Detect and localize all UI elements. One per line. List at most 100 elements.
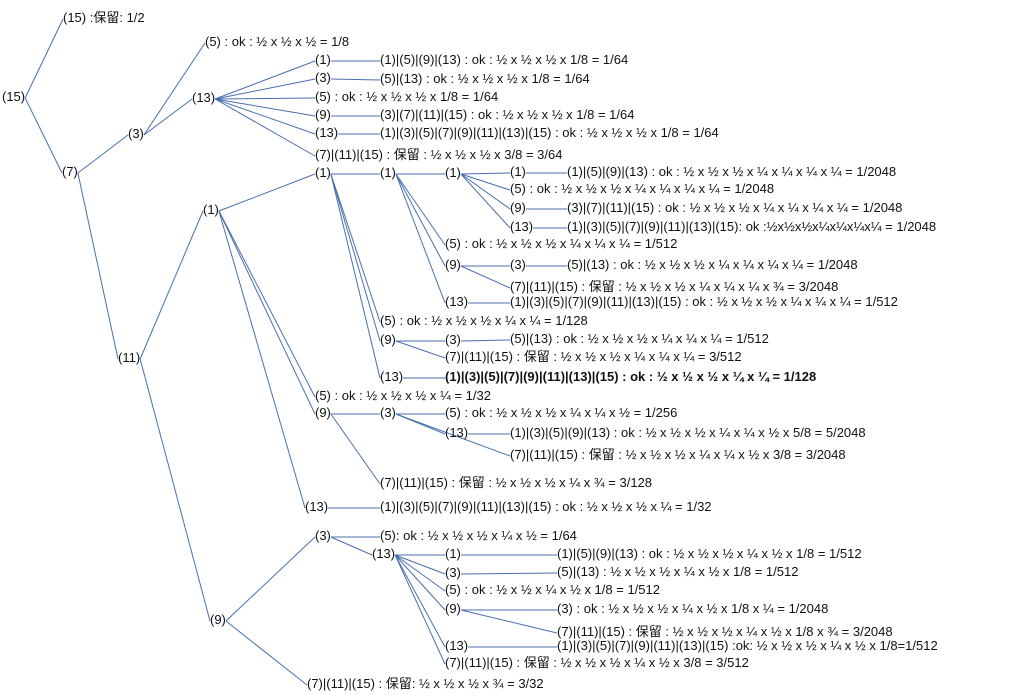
tree-edge — [330, 536, 373, 556]
tree-edge — [215, 78, 316, 100]
tree-edge — [214, 98, 316, 135]
tree-edge — [395, 173, 446, 246]
tree-edge — [395, 413, 511, 457]
tree-leaf-label: (7)|(11)|(15) : 保留: ½ x ½ x ½ x ¾ = 3/32 — [307, 676, 544, 691]
tree-leaf-label: (3)|(7)|(11)|(15) : ok : ½ x ½ x ½ x 1/8… — [380, 107, 635, 122]
tree-edge — [24, 18, 64, 99]
tree-node-label: (9) — [315, 405, 331, 420]
tree-edge — [218, 210, 316, 398]
tree-node-label: (3) — [445, 332, 461, 347]
tree-leaf-label: (7)|(11)|(15) : 保留 : ½ x ½ x ½ x ¼ x ½ x… — [557, 624, 893, 639]
tree-node-label: (13) — [192, 90, 216, 105]
tree-leaf-label: (5) : ok : ½ x ½ x ½ x 1/8 = 1/64 — [315, 89, 499, 104]
tree-leaf-label: (7)|(11)|(15) : 保留 : ½ x ½ x ½ x ¼ x ¼ x… — [510, 447, 846, 462]
tree-edge — [214, 98, 316, 157]
tree-node-label: (1) — [510, 164, 526, 179]
tree-node-label: (3) — [315, 70, 331, 85]
tree-edge — [395, 173, 446, 304]
tree-leaf-label: (7)|(11)|(15) : 保留 : ½ x ½ x ½ x ¼ x ¾ =… — [380, 475, 653, 490]
tree-leaf-label: (5)|(13) : ½ x ½ x ½ x ¼ x ½ x 1/8 = 1/5… — [557, 564, 799, 579]
tree-leaf-label: (5)|(13) : ok : ½ x ½ x ½ x 1/8 = 1/64 — [380, 71, 590, 86]
tree-edge — [394, 554, 446, 611]
tree-edge — [218, 210, 316, 415]
tree-edge — [225, 620, 308, 686]
tree-edge — [225, 536, 316, 622]
tree-node-label: (3) — [128, 126, 144, 141]
tree-leaf-label: (1)|(3)|(5)|(7)|(9)|(11)|(13)|(15) :ok: … — [557, 638, 938, 653]
tree-node-label: (13) — [380, 369, 404, 384]
tree-edge — [330, 173, 381, 323]
tree-node-label: (1) — [445, 546, 461, 561]
tree-leaf-label: (5) : ok : ½ x ½ x ½ = 1/8 — [205, 34, 350, 49]
tree-node-label: (3) — [315, 528, 331, 543]
tree-node-label: (13) — [510, 219, 534, 234]
tree-node-label: (15) — [2, 89, 26, 104]
tree-edge — [460, 339, 511, 342]
tree-edge — [394, 554, 446, 575]
tree-node-label: (1) — [380, 165, 396, 180]
tree-node-label: (13) — [305, 499, 329, 514]
tree-leaf-label: (1)|(5)|(9)|(13) : ok : ½ x ½ x ½ x ¼ x … — [567, 164, 897, 179]
tree-node-label: (3) — [380, 405, 396, 420]
tree-node-label: (13) — [315, 125, 339, 140]
tree-leaf-label: (1)|(3)|(5)|(7)|(9)|(11)|(13)|(15) : ok … — [445, 369, 817, 384]
tree-leaf-label: (3)|(7)|(11)|(15) : ok : ½ x ½ x ½ x ¼ x… — [567, 200, 903, 215]
tree-node-label: (3) — [510, 257, 526, 272]
tree-node-label: (9) — [210, 612, 226, 627]
tree-edge — [215, 98, 316, 117]
tree-edge — [395, 340, 446, 359]
tree-leaf-label: (7)|(11)|(15) : 保留 : ½ x ½ x ½ x ¼ x ¼ x… — [510, 279, 839, 294]
tree-node-label: (13) — [372, 546, 396, 561]
tree-node-label: (9) — [445, 257, 461, 272]
tree-edge — [394, 554, 446, 592]
tree-edge — [218, 173, 316, 212]
tree-node-label: (1) — [315, 165, 331, 180]
tree-leaf-label: (15) :保留: 1/2 — [63, 10, 145, 25]
tree-leaf-label: (5)|(13) : ok : ½ x ½ x ½ x ¼ x ¼ x ¼ = … — [510, 331, 769, 346]
tree-node-label: (9) — [380, 332, 396, 347]
tree-edge — [395, 173, 446, 267]
tree-edge — [77, 172, 119, 360]
tree-leaf-label: (5) : ok : ½ x ½ x ½ x ¼ x ¼ x ¼ = 1/512 — [445, 236, 678, 251]
tree-edge — [460, 265, 511, 289]
tree-edge — [215, 97, 316, 100]
tree-edge — [77, 134, 129, 174]
tree-node-label: (1) — [315, 52, 331, 67]
tree-node-label: (13) — [445, 425, 469, 440]
tree-node-label: (7) — [62, 164, 78, 179]
tree-leaf-label: (5) : ok : ½ x ½ x ½ x ¼ x ¼ x ½ = 1/256 — [445, 405, 678, 420]
tree-leaf-label: (1)|(3)|(5)|(7)|(9)|(11)|(13)|(15) : ok … — [380, 499, 712, 514]
tree-edge — [214, 60, 316, 100]
tree-node-label: (13) — [445, 294, 469, 309]
tree-leaf-label: (5)|(13) : ok : ½ x ½ x ½ x ¼ x ¼ x ¼ x … — [567, 257, 858, 272]
tree-leaf-label: (1)|(5)|(9)|(13) : ok : ½ x ½ x ½ x ¼ x … — [557, 546, 862, 561]
tree-node-label: (11) — [118, 350, 141, 365]
tree-edge — [460, 172, 511, 175]
tree-edge — [139, 210, 204, 360]
tree-node-label: (9) — [445, 601, 461, 616]
tree-edge — [24, 97, 63, 174]
tree-node-label: (9) — [315, 107, 331, 122]
tree-leaf-label: (1)|(3)|(5)|(7)|(9)|(11)|(13)|(15) : ok … — [510, 294, 898, 309]
tree-node-label: (1) — [445, 165, 461, 180]
tree-leaf-label: (1)|(3)|(5)|(9)|(13) : ok : ½ x ½ x ½ x … — [510, 425, 866, 440]
tree-leaf-label: (1)|(3)|(5)|(7)|(9)|(11)|(13)|(15): ok :… — [567, 219, 937, 234]
tree-leaf-label: (7)|(11)|(15) : 保留 : ½ x ½ x ½ x ¼ x ¼ x… — [445, 349, 742, 364]
tree-leaf-label: (5) : ok : ½ x ½ x ½ x ¼ x ¼ x ¼ x ¼ = 1… — [510, 181, 775, 196]
tree-edge — [460, 173, 511, 210]
tree-edge — [330, 173, 381, 379]
tree-edge — [460, 609, 558, 634]
tree-edge — [218, 210, 306, 509]
tree-edge — [394, 554, 446, 665]
tree-edge — [330, 173, 381, 342]
tree-edge — [139, 358, 211, 622]
tree-leaf-label: (3) : ok : ½ x ½ x ½ x ¼ x ½ x 1/8 x ¼ =… — [557, 601, 829, 616]
tree-edge — [460, 572, 558, 575]
tree-node-label: (9) — [510, 200, 526, 215]
tree-leaf-label: (5) : ok : ½ x ½ x ½ x ¼ = 1/32 — [315, 388, 491, 403]
tree-node-label: (13) — [445, 638, 469, 653]
tree-node-label: (3) — [445, 565, 461, 580]
tree-edge — [330, 78, 381, 81]
